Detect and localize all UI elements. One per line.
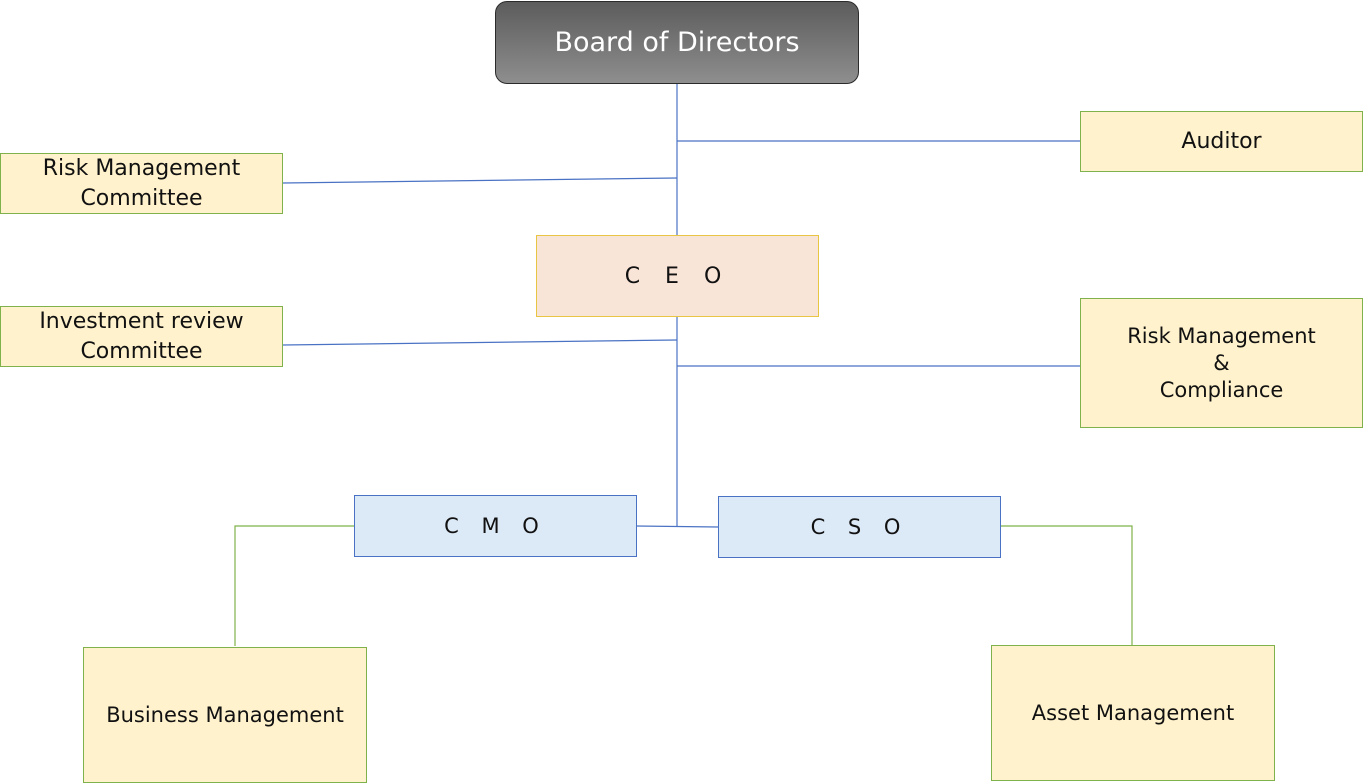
investment-review-committee-line-1: Investment review [39, 308, 244, 334]
ceo-box: C E O [536, 235, 819, 317]
investment-review-committee-box: Investment review Committee [0, 306, 283, 367]
risk-management-compliance-line-1: Risk Management [1127, 323, 1316, 348]
asset-management-label: Asset Management [1031, 701, 1235, 725]
ceo-label: C E O [624, 263, 731, 289]
connector-cso-asset [1000, 525, 1133, 645]
investment-review-committee-line-2: Committee [80, 338, 203, 364]
auditor-box: Auditor [1080, 111, 1363, 172]
business-management-label: Business Management [106, 703, 344, 727]
board-of-directors-box: Board of Directors [495, 1, 859, 84]
asset-management-box: Asset Management [991, 645, 1275, 781]
risk-management-compliance-line-3: Compliance [1159, 377, 1284, 402]
connector-investment-committee [282, 339, 678, 346]
cso-label: C S O [810, 515, 909, 539]
cmo-box: C M O [354, 495, 637, 557]
cmo-label: C M O [444, 514, 547, 538]
connector-cmo-business [234, 525, 354, 646]
business-management-box: Business Management [83, 647, 367, 783]
risk-management-compliance-box: Risk Management & Compliance [1080, 298, 1363, 428]
board-of-directors-label: Board of Directors [554, 27, 800, 58]
risk-management-committee-line-1: Risk Management [42, 155, 241, 181]
risk-management-compliance-line-2: & [1213, 350, 1230, 375]
connector-cmo-cso [635, 525, 719, 528]
risk-management-committee-box: Risk Management Committee [0, 153, 283, 214]
connector-risk-committee [282, 177, 678, 184]
risk-management-committee-line-2: Committee [80, 185, 203, 211]
cso-box: C S O [718, 496, 1001, 558]
auditor-label: Auditor [1181, 128, 1262, 154]
